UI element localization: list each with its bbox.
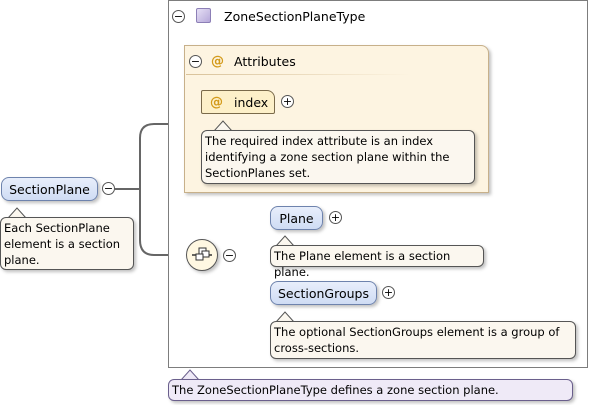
expand-index-icon[interactable]: + <box>281 95 294 108</box>
type-note-tail <box>181 369 200 381</box>
index-description-note: The required index attribute is an index… <box>201 130 475 184</box>
sectiongroups-note-tail <box>276 311 295 323</box>
expand-plane-icon[interactable]: + <box>329 211 342 224</box>
sectiongroups-description-note: The optional SectionGroups element is a … <box>270 321 576 359</box>
index-note-tail <box>214 120 233 132</box>
connector-root-to-type <box>115 123 184 190</box>
sectionplane-note-tail <box>8 207 27 219</box>
index-at-icon: @ <box>210 95 223 110</box>
connector-root-to-sequence <box>139 189 186 256</box>
attributes-label: Attributes <box>234 54 296 69</box>
type-description-note: The ZoneSectionPlaneType defines a zone … <box>168 379 573 401</box>
sequence-compositor[interactable] <box>186 239 218 271</box>
attributes-divider <box>186 74 411 75</box>
sectionplane-element[interactable]: SectionPlane <box>1 177 98 201</box>
complex-type-icon <box>196 8 211 23</box>
complex-type-title: ZoneSectionPlaneType <box>224 9 366 24</box>
sectionplane-description-note: Each SectionPlane element is a section p… <box>0 217 134 270</box>
attribute-at-icon: @ <box>211 54 224 69</box>
collapse-sequence-icon[interactable]: − <box>223 249 236 262</box>
expand-sectiongroups-icon[interactable]: + <box>382 286 395 299</box>
collapse-type-icon[interactable]: − <box>172 10 185 23</box>
collapse-sectionplane-icon[interactable]: − <box>102 182 115 195</box>
index-attribute-box[interactable] <box>201 90 275 114</box>
plane-note-tail <box>276 235 295 247</box>
plane-description-note: The Plane element is a section plane. <box>270 245 484 279</box>
index-attribute-label: index <box>234 95 269 110</box>
plane-element[interactable]: Plane <box>270 206 323 230</box>
sequence-icon <box>192 247 212 261</box>
collapse-attributes-icon[interactable]: − <box>189 55 202 68</box>
sectiongroups-element[interactable]: SectionGroups <box>270 281 377 305</box>
